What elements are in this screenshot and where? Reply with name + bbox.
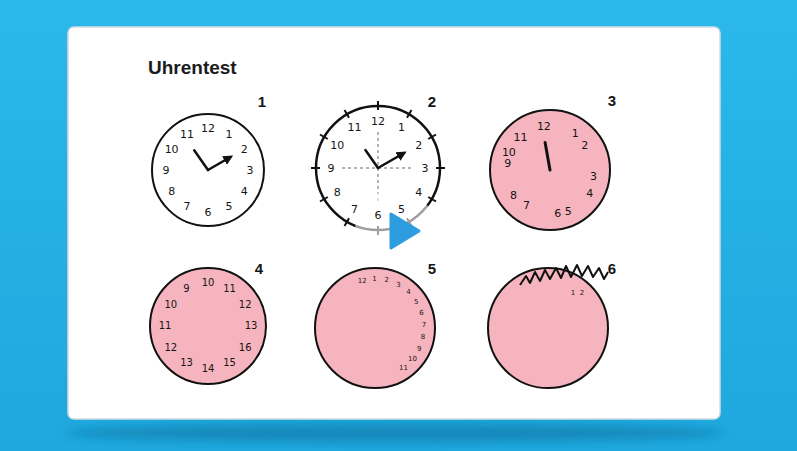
clock-digit: 9 <box>163 165 170 176</box>
clock-digit: 2 <box>241 144 248 155</box>
tick-mark <box>320 135 328 140</box>
clock-digit: 7 <box>422 322 426 329</box>
clock-digit: 16 <box>239 343 252 353</box>
clock-digit: 7 <box>351 203 358 214</box>
tick-mark <box>377 101 379 110</box>
clock-number: 3 <box>608 93 616 108</box>
clock-digit: 15 <box>223 358 236 368</box>
clock-digit: 11 <box>223 284 236 294</box>
clock-digit: 4 <box>241 186 248 197</box>
clock-digit: 10 <box>408 356 417 363</box>
clock-digit: 2 <box>580 290 584 297</box>
tick-mark <box>345 110 350 118</box>
clock-digit: 12 <box>164 343 177 353</box>
clock-digit: 12 <box>371 116 385 127</box>
clock-digit: 10 <box>164 300 177 310</box>
clock-digit: 7 <box>184 201 191 212</box>
clock-number: 5 <box>428 261 436 276</box>
tick-mark <box>311 167 320 169</box>
clock-digit: 1 <box>398 122 405 133</box>
clock-digit: 10 <box>502 146 516 157</box>
clock-digit: 4 <box>586 188 593 199</box>
clock-digit: 11 <box>159 321 172 331</box>
clock-digit: 11 <box>514 132 528 143</box>
minute-hand <box>208 157 231 170</box>
clock-face <box>490 110 610 230</box>
clock-digit: 1 <box>571 290 575 297</box>
play-triangle <box>391 214 419 248</box>
tick-mark <box>407 110 412 118</box>
scribble <box>520 265 608 285</box>
clock-digit: 10 <box>165 144 179 155</box>
clock-digit: 14 <box>202 364 215 374</box>
clock-digit: 8 <box>334 186 341 197</box>
clock-digit: 8 <box>168 186 175 197</box>
clock-digit: 7 <box>523 199 530 210</box>
clock-digit: 12 <box>537 121 551 132</box>
clock-digit: 1 <box>226 128 233 139</box>
clock-hand <box>545 142 550 170</box>
title: Uhrentest <box>148 57 237 79</box>
clock-number: 1 <box>258 94 266 109</box>
clock-digit: 8 <box>510 189 517 200</box>
clock-digit: 9 <box>183 284 189 294</box>
clock-digit: 3 <box>396 281 400 288</box>
clock-digit: 8 <box>421 334 425 341</box>
card <box>68 27 720 419</box>
clock-digit: 12 <box>239 300 252 310</box>
clock-face <box>152 114 264 226</box>
clock-digit: 3 <box>590 171 597 182</box>
clock-number: 6 <box>608 261 616 276</box>
minute-hand <box>378 153 404 168</box>
play-button <box>355 189 435 269</box>
clock-digit: 2 <box>581 139 588 150</box>
clock-face <box>488 268 608 388</box>
clock-digit: 9 <box>504 157 511 168</box>
clock-digit: 2 <box>385 277 389 284</box>
clock-number: 2 <box>428 94 436 109</box>
clock-digit: 3 <box>247 165 254 176</box>
clock-digit: 10 <box>330 139 344 150</box>
clock-face <box>150 268 266 384</box>
hour-hand <box>365 150 378 168</box>
tick-mark <box>345 218 350 226</box>
clock-digit: 5 <box>565 206 572 217</box>
clock-digit: 13 <box>180 358 193 368</box>
clock-digit: 11 <box>399 364 408 371</box>
clock-digit: 4 <box>415 186 422 197</box>
clock-digit: 9 <box>417 346 421 353</box>
clock-digit: 13 <box>245 321 258 331</box>
clock-digit: 9 <box>328 163 335 174</box>
clock-digit: 6 <box>375 210 382 221</box>
clock-number: 4 <box>255 261 263 276</box>
clock-digit: 3 <box>422 163 429 174</box>
clock-digit: 1 <box>372 276 376 283</box>
clock-digit: 6 <box>205 207 212 218</box>
clock-digit: 5 <box>414 298 418 305</box>
clock-digit: 11 <box>348 122 362 133</box>
clock-digit: 6 <box>419 309 423 316</box>
clock-digit: 4 <box>406 289 410 296</box>
clock-digit: 12 <box>201 123 215 134</box>
clock-digit: 5 <box>398 203 405 214</box>
clock-digit: 2 <box>415 139 422 150</box>
tick-mark <box>436 167 445 169</box>
tick-mark <box>428 197 436 202</box>
clock-digit: 12 <box>358 277 367 284</box>
card-shadow <box>65 424 725 442</box>
tick-mark <box>428 135 436 140</box>
clock-digit: 10 <box>202 278 215 288</box>
clock-digit: 6 <box>554 208 561 219</box>
hour-hand <box>194 150 208 170</box>
clock-digit: 11 <box>180 128 194 139</box>
clock-face <box>315 268 435 388</box>
clock-digit: 1 <box>572 127 579 138</box>
tick-mark <box>320 197 328 202</box>
clock-digit: 5 <box>226 201 233 212</box>
